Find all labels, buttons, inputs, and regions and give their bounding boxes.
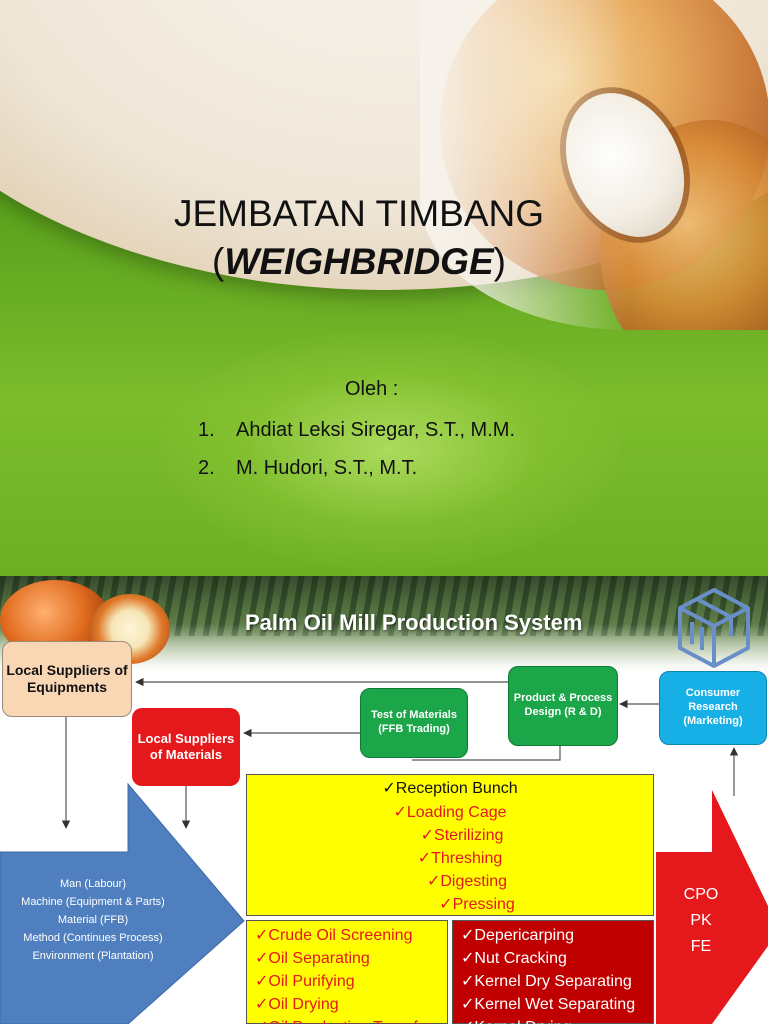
- oil-process-box: ✓Crude Oil Screening ✓Oil Separating ✓Oi…: [246, 920, 448, 1024]
- input-item: Environment (Plantation): [32, 950, 154, 962]
- connector-line: [412, 746, 561, 761]
- consumer-research-box: Consumer Research (Marketing): [659, 671, 767, 745]
- title-italic: WEIGHBRIDGE: [224, 241, 494, 282]
- process-step: ✓Kernel Drying: [461, 1016, 653, 1024]
- process-step: ✓Kernel Wet Separating: [461, 996, 636, 1013]
- local-suppliers-materials-box: Local Suppliers of Materials: [132, 708, 240, 786]
- title-line-2: (WEIGHBRIDGE): [212, 241, 506, 282]
- process-step: ✓Loading Cage: [393, 804, 507, 821]
- process-step: ✓Oil Purifying: [255, 973, 355, 990]
- author-item: 1.Ahdiat Leksi Siregar, S.T., M.M.: [198, 419, 515, 441]
- output-list: CPO PK FE: [660, 882, 742, 960]
- flow-diagram: [0, 677, 768, 1024]
- input-item: Material (FFB): [57, 914, 129, 926]
- product-process-design-box: Product & Process Design (R & D): [508, 666, 618, 746]
- input-item: Machine (Equipment & Parts): [21, 896, 165, 908]
- process-step: ✓Crude Oil Screening: [255, 927, 413, 944]
- output-item: FE: [690, 938, 712, 955]
- test-of-materials-box: Test of Materials (FFB Trading): [360, 688, 468, 758]
- input-item: Man (Labour): [59, 878, 127, 890]
- background-glow: [160, 330, 620, 570]
- palm-fruit-photo: [420, 0, 768, 330]
- author-list: 1.Ahdiat Leksi Siregar, S.T., M.M. 2.M. …: [198, 416, 515, 492]
- input-item: Method (Continues Process): [23, 932, 163, 944]
- process-heading: ✓Reception Bunch: [382, 780, 518, 797]
- process-step: ✓Nut Cracking: [461, 950, 567, 967]
- process-step: ✓Depericarping: [461, 927, 575, 944]
- process-step: ✓Threshing: [417, 850, 503, 867]
- process-step: ✓Pressing: [439, 896, 515, 913]
- title-line-1: JEMBATAN TIMBANG: [173, 193, 545, 234]
- input-list: Man (Labour) Machine (Equipment & Parts)…: [0, 875, 186, 965]
- process-step: ✓Oil Separating: [255, 950, 370, 967]
- process-step: ✓Sterilizing: [420, 827, 504, 844]
- kernel-process-box: ✓Depericarping ✓Nut Cracking ✓Kernel Dry…: [452, 920, 654, 1024]
- process-steps: ✓Loading Cage ✓Sterilizing ✓Threshing ✓D…: [247, 801, 653, 916]
- author-label: Oleh :: [345, 378, 399, 400]
- output-arrow: [656, 790, 768, 1024]
- process-step: ✓Oil Drying: [255, 996, 339, 1013]
- process-step: ✓Kernel Dry Separating: [461, 973, 632, 990]
- cube-logo-icon: [678, 588, 750, 668]
- title-slide: JEMBATAN TIMBANG (WEIGHBRIDGE) Oleh : 1.…: [0, 0, 768, 576]
- process-main-box: ✓Reception Bunch ✓Loading Cage ✓Steriliz…: [246, 774, 654, 916]
- input-arrow: [0, 782, 245, 1024]
- output-item: PK: [690, 912, 712, 929]
- diagram-slide: Palm Oil Mill Production System: [0, 576, 768, 1024]
- process-step: ✓Digesting: [426, 873, 508, 890]
- slide-title: JEMBATAN TIMBANG (WEIGHBRIDGE): [0, 190, 718, 286]
- local-suppliers-equipments-box: Local Suppliers of Equipments: [2, 641, 132, 717]
- output-item: CPO: [683, 886, 719, 903]
- author-item: 2.M. Hudori, S.T., M.T.: [198, 457, 418, 479]
- process-step: ✓Oil Production Transfer: [255, 1016, 447, 1024]
- diagram-title: Palm Oil Mill Production System: [245, 610, 583, 635]
